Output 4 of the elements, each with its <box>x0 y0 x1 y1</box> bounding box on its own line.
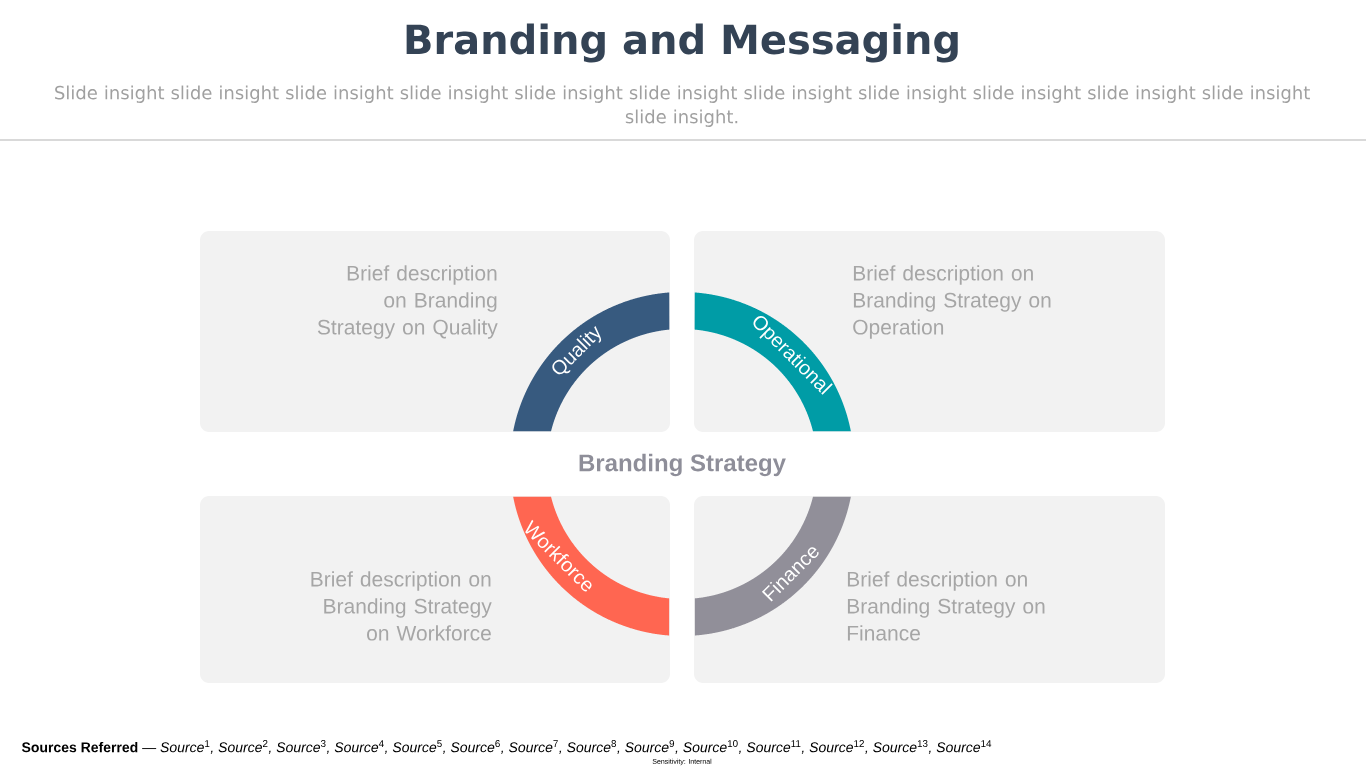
sources-note: Sources Referred — Source$^{1}$, Source$^{2}$, Source$^{3}$, Source$^{4}$, Source$^{5}$, Source$^{6}$, Source$^{7}$, Source$^{8}$, Source$^{9}$, Source$^{10}$, Source$^{11}$, Source$^{12}$, Source$^{13}$, Source$^{14}$ <box>21 740 992 754</box>
slide-title: Branding and Messaging <box>406 23 958 63</box>
center-title: Branding Strategy <box>579 453 786 477</box>
subtitle: Slide insight slide insight slide insight slide insight slide insight slide insight slide insight slide insight slide insight slide insight slide insight slide insight. <box>55 85 1310 127</box>
